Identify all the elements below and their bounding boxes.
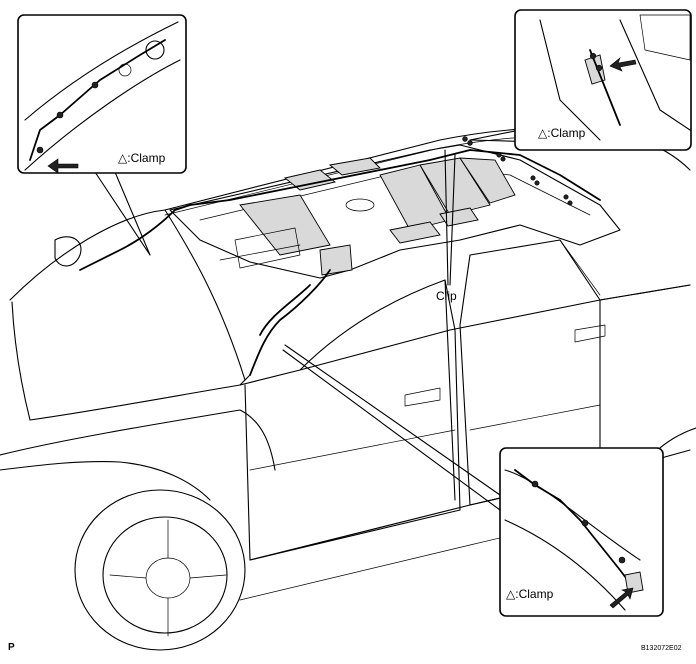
headliner-assembly	[169, 144, 621, 279]
map-lamp-front	[283, 169, 337, 191]
clamp-dot	[36, 146, 44, 154]
callout-leaders	[94, 129, 546, 511]
clamp-dot	[618, 556, 626, 564]
clamp-label-top-left: △:Clamp	[118, 151, 166, 165]
rear-lamp-2	[439, 207, 479, 227]
figure-code: B132072E02	[641, 645, 682, 652]
frame-wire	[219, 244, 301, 261]
front-wheel-tire	[74, 489, 246, 651]
fender-arch-top	[0, 461, 211, 501]
clamp-dot	[563, 194, 569, 200]
harness-rear-run	[469, 149, 601, 201]
clamp-dot	[467, 140, 473, 146]
inset-connector	[118, 63, 132, 77]
clamp-label-top-right: △:Clamp	[538, 126, 586, 140]
sunroof-panel-2	[419, 157, 491, 216]
inset-grommet	[145, 40, 165, 60]
inset-roof-edge	[24, 21, 179, 121]
windshield-left-edge	[11, 301, 31, 421]
inset-frame	[17, 14, 187, 174]
inset-pillar-edge-2	[619, 19, 691, 131]
clamp-dot	[531, 480, 539, 488]
inset-harness	[589, 49, 621, 126]
rear-quarter-lines	[599, 284, 691, 476]
inset-top-left: △:Clamp	[17, 14, 187, 174]
front-door-window	[299, 279, 456, 371]
rear-door-window	[459, 239, 601, 326]
clamp-dot	[595, 64, 603, 72]
inset-edge-2	[504, 519, 626, 611]
headliner-outline	[169, 144, 621, 279]
sunroof-panel-3	[459, 157, 516, 204]
front-wheel-spokes	[109, 519, 227, 637]
clamp-dot	[567, 200, 573, 206]
b-pillar	[444, 279, 456, 501]
corner-mark: P	[8, 642, 15, 653]
harness-pillar-down	[249, 269, 331, 376]
hood-top-line	[29, 384, 241, 421]
rear-door-handle	[574, 324, 606, 343]
front-door-outline	[244, 329, 461, 561]
arrow-up-right-icon	[609, 587, 634, 609]
roof-console	[328, 157, 381, 176]
clamp-dot	[462, 136, 468, 142]
clamp-label-bottom-right: △:Clamp	[506, 587, 554, 601]
inset-connector	[624, 571, 644, 594]
dome-light	[345, 198, 375, 212]
sunvisor-left	[239, 194, 331, 256]
inset-top-right: △:Clamp	[514, 9, 692, 151]
front-wheel-rim	[102, 516, 228, 634]
clamp-dot	[56, 111, 64, 119]
clamp-dot	[581, 519, 589, 527]
arrow-left-icon	[609, 57, 637, 72]
front-wheel-hub	[145, 557, 191, 599]
arrow-left-icon	[47, 158, 79, 174]
clip-label: Clip	[436, 289, 457, 303]
hood-fender-line	[0, 409, 276, 471]
inset-bottom-right: △:Clamp	[499, 447, 664, 617]
rear-lamp	[389, 221, 441, 244]
harness-front-run	[174, 149, 471, 211]
side-mirror	[54, 236, 82, 267]
harness-end	[239, 374, 251, 386]
a-pillar-line	[164, 209, 246, 381]
harness-pillar-left	[79, 209, 176, 271]
overhead-frame	[234, 227, 301, 269]
clamp-dot	[534, 180, 540, 186]
wire-harness	[79, 136, 601, 386]
harness-branch	[259, 284, 311, 336]
inset-grille	[639, 14, 691, 61]
leader-top-left	[94, 171, 151, 256]
clamp-markers-main	[462, 136, 573, 206]
clamp-dot	[496, 152, 502, 158]
inset-pillar-edge	[539, 19, 601, 141]
clamp-dot	[589, 52, 597, 60]
clamp-dot	[530, 175, 536, 181]
rear-quarter-glass	[559, 239, 601, 296]
beltline	[239, 284, 691, 386]
front-bracket	[319, 244, 353, 276]
front-door-handle	[404, 387, 441, 407]
clamp-dot	[91, 81, 99, 89]
rear-door-crease	[469, 404, 601, 431]
clamp-dot	[500, 156, 506, 162]
leader-bottom-right	[282, 344, 501, 511]
front-door-crease	[249, 429, 456, 471]
leader-clip-2	[449, 154, 456, 286]
leader-clip-1	[444, 149, 449, 286]
inset-roof-edge-2	[24, 59, 181, 171]
inset-harness	[29, 39, 166, 161]
